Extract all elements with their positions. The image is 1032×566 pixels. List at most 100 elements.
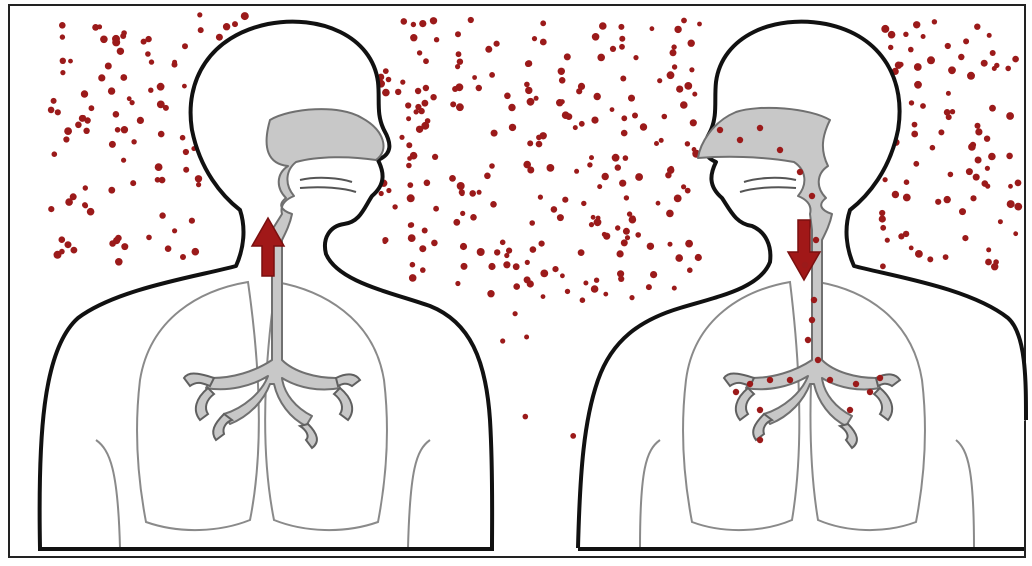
aerosol-particle — [564, 53, 571, 60]
aerosol-particle — [911, 131, 918, 138]
aerosol-particle — [994, 63, 999, 68]
aerosol-particle — [457, 59, 463, 65]
aerosol-particle — [223, 23, 230, 30]
aerosol-particle — [408, 234, 416, 242]
aerosol-particle — [113, 111, 120, 118]
aerosol-particle — [71, 247, 78, 254]
aerosol-particle — [904, 179, 910, 185]
aerosol-particle — [399, 135, 404, 140]
aerosol-particle — [591, 215, 596, 220]
aerosol-particle — [619, 44, 625, 50]
inhaled-particle — [811, 297, 817, 303]
aerosol-particle — [618, 24, 624, 30]
aerosol-particle — [456, 51, 462, 57]
aerosol-particle — [460, 191, 465, 196]
aerosol-particle — [692, 92, 697, 97]
aerosol-particle — [589, 222, 594, 227]
aerosol-particle — [489, 163, 495, 169]
aerosol-particle — [75, 122, 82, 129]
aerosol-particle — [927, 56, 935, 64]
aerosol-particle — [629, 295, 634, 300]
aerosol-particle — [432, 154, 438, 160]
aerosol-particle — [508, 104, 515, 111]
aerosol-particle — [68, 59, 73, 64]
aerosol-particle — [646, 284, 652, 290]
aerosol-particle — [581, 201, 586, 206]
aerosol-particle — [59, 236, 66, 243]
aerosol-particle — [578, 249, 585, 256]
aerosol-particle — [506, 248, 512, 254]
aerosol-particle — [551, 206, 558, 213]
aerosol-particle — [115, 258, 123, 266]
inhaled-particle — [757, 437, 763, 443]
aerosol-particle — [455, 31, 461, 37]
aerosol-particle — [635, 232, 641, 238]
aerosol-particle — [524, 82, 530, 88]
aerosol-particle — [504, 93, 511, 100]
aerosol-particle — [157, 101, 165, 109]
aerosol-particle — [892, 191, 899, 198]
aerosol-particle — [148, 88, 153, 93]
aerosol-particle — [558, 68, 565, 75]
aerosol-particle — [560, 273, 565, 278]
aerosol-particle — [685, 188, 691, 194]
aerosol-particle — [529, 220, 535, 226]
aerosol-particle — [415, 88, 421, 94]
aerosol-particle — [602, 173, 609, 180]
aerosol-particle — [615, 225, 620, 230]
aerosol-particle — [1013, 231, 1018, 236]
aerosol-particle — [975, 123, 981, 129]
aerosol-particle — [460, 243, 467, 250]
aerosol-particle — [1012, 56, 1019, 63]
aerosol-particle — [657, 78, 662, 83]
aerosol-particle — [612, 154, 620, 162]
aerosol-particle — [523, 414, 529, 420]
aerosol-particle — [420, 267, 426, 273]
aerosol-particle — [538, 195, 543, 200]
aerosol-particle — [63, 136, 69, 142]
aerosol-particle — [998, 219, 1003, 224]
aerosol-particle — [944, 196, 951, 203]
right-person — [578, 22, 1026, 548]
aerosol-particle — [985, 259, 992, 266]
aerosol-particle — [490, 201, 497, 208]
aerosol-particle — [624, 195, 629, 200]
aerosol-particle — [414, 109, 419, 114]
aerosol-particle — [562, 197, 568, 203]
aerosol-particle — [570, 433, 576, 439]
aerosol-particle — [81, 115, 86, 120]
aerosol-particle — [681, 18, 687, 24]
inhaled-particle — [802, 262, 808, 268]
aerosol-particle — [603, 292, 608, 297]
aerosol-particle — [672, 64, 677, 69]
aerosol-particle — [695, 254, 702, 261]
aerosol-particle — [620, 76, 626, 82]
aerosol-particle — [406, 163, 412, 169]
aerosol-particle — [59, 249, 65, 255]
aerosol-particle — [621, 130, 628, 137]
aerosol-particle — [647, 243, 654, 250]
aerosol-particle — [60, 58, 66, 64]
aerosol-particle — [943, 254, 949, 260]
aerosol-particle — [513, 263, 520, 270]
aerosol-particle — [689, 67, 694, 72]
aerosol-particle — [195, 175, 202, 182]
aerosol-particle — [615, 164, 621, 170]
aerosol-particle — [452, 86, 458, 92]
aerosol-particle — [109, 141, 116, 148]
aerosol-particle — [192, 248, 200, 256]
aerosol-particle — [527, 140, 533, 146]
aerosol-particle — [472, 75, 477, 80]
aerosol-particle — [434, 37, 439, 42]
aerosol-particle — [487, 290, 494, 297]
aerosol-particle — [130, 180, 136, 186]
aerosol-particle — [589, 155, 594, 160]
aerosol-particle — [1014, 203, 1022, 211]
aerosol-particle — [100, 36, 108, 44]
aerosol-particle — [988, 153, 996, 161]
inhaled-particle — [809, 317, 815, 323]
aerosol-particle — [526, 60, 533, 67]
aerosol-particle — [183, 167, 189, 173]
aerosol-particle — [400, 80, 405, 85]
